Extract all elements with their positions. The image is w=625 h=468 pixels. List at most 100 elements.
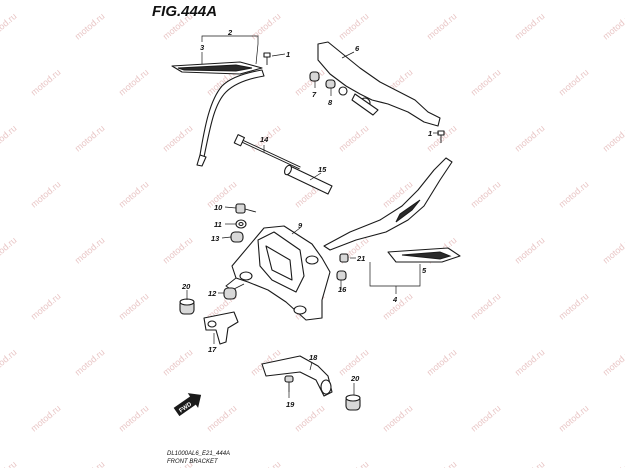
watermark-text: motod.ru xyxy=(161,347,195,377)
part-grommet-8 xyxy=(325,79,336,89)
watermark-text: motod.ru xyxy=(513,235,547,265)
figure-title: FIG.444A xyxy=(152,3,217,20)
watermark-text: motod.ru xyxy=(513,459,547,468)
part-grommet-16 xyxy=(336,270,347,281)
part-upper-left-cover xyxy=(171,61,263,75)
watermark-text: motod.ru xyxy=(249,11,283,41)
callout-9: 9 xyxy=(298,221,303,230)
callout-17: 17 xyxy=(208,345,217,354)
callout-19: 19 xyxy=(286,400,295,409)
watermark-text: motod.ru xyxy=(381,291,415,321)
leader-lines xyxy=(186,35,439,398)
callout-3: 3 xyxy=(200,43,205,52)
watermark-text: motod.ru xyxy=(0,11,19,41)
callout-18: 18 xyxy=(309,353,318,362)
watermark-text: motod.ru xyxy=(513,123,547,153)
callout-6: 6 xyxy=(355,44,360,53)
watermark-text: motod.ru xyxy=(117,179,151,209)
watermark-text: motod.ru xyxy=(557,403,591,433)
watermark-text: motod.ru xyxy=(293,403,327,433)
part-grommet-12 xyxy=(223,287,237,300)
watermark-text: motod.ru xyxy=(29,179,63,209)
watermark-text: motod.ru xyxy=(0,347,19,377)
watermark-text: motod.ru xyxy=(469,179,503,209)
callout-4: 4 xyxy=(392,295,398,304)
part-right-side-arm xyxy=(323,157,453,251)
callout-16: 16 xyxy=(338,285,347,294)
part-washer-11 xyxy=(235,219,247,229)
watermark-text: motod.ru xyxy=(0,123,19,153)
watermark-text: motod.ru xyxy=(601,11,625,41)
part-grommet-13 xyxy=(230,231,244,243)
watermark-text: motod.ru xyxy=(425,347,459,377)
callout-7: 7 xyxy=(312,90,317,99)
part-long-bolt-14 xyxy=(233,134,301,170)
callout-10: 10 xyxy=(214,203,223,212)
watermark-text: motod.ru xyxy=(117,291,151,321)
callout-1-right: 1 xyxy=(428,129,432,138)
watermark-text: motod.ru xyxy=(29,67,63,97)
callout-12: 12 xyxy=(208,289,217,298)
callout-1-top: 1 xyxy=(286,50,290,59)
watermark-text: motod.ru xyxy=(29,291,63,321)
callout-labels: 2 3 1 6 7 8 1 14 15 9 10 11 13 21 5 16 4… xyxy=(181,28,432,409)
callout-14: 14 xyxy=(260,135,269,144)
watermark-text: motod.ru xyxy=(117,403,151,433)
watermark-text: motod.ru xyxy=(73,347,107,377)
part-nut-21 xyxy=(339,253,349,263)
watermark-text: motod.ru xyxy=(73,11,107,41)
watermark-text: motod.ru xyxy=(73,123,107,153)
watermark-text: motod.ru xyxy=(601,459,625,468)
watermark-text: motod.ru xyxy=(205,403,239,433)
watermark-text: motod.ru xyxy=(469,403,503,433)
part-right-cover xyxy=(387,247,461,263)
watermark-text: motod.ru xyxy=(557,291,591,321)
watermark-text: motod.ru xyxy=(557,67,591,97)
callout-20-left: 20 xyxy=(181,282,191,291)
watermark-text: motod.ru xyxy=(557,179,591,209)
model-code: DL1000AL6_E21_444A xyxy=(167,451,230,457)
watermark-text: motod.ru xyxy=(601,235,625,265)
watermark-text: motod.ru xyxy=(601,347,625,377)
fwd-arrow-icon: FWD xyxy=(173,393,202,417)
callout-2: 2 xyxy=(227,28,233,37)
watermark-text: motod.ru xyxy=(337,123,371,153)
part-lower-bracket-18 xyxy=(261,355,333,397)
callout-11: 11 xyxy=(214,220,222,229)
watermark-text: motod.ru xyxy=(469,291,503,321)
watermark-text: motod.ru xyxy=(601,123,625,153)
callout-5: 5 xyxy=(422,266,427,275)
part-screw-1-top xyxy=(263,52,271,65)
callout-20-right: 20 xyxy=(350,374,360,383)
watermark-text: motod.ru xyxy=(249,459,283,468)
watermark-text: motod.ru xyxy=(337,347,371,377)
watermark-text: motod.ru xyxy=(337,11,371,41)
callout-21: 21 xyxy=(356,254,365,263)
watermark-text: motod.ru xyxy=(513,347,547,377)
callout-15: 15 xyxy=(318,165,327,174)
part-bolt-19 xyxy=(284,375,294,392)
watermark-text: motod.ru xyxy=(117,67,151,97)
watermark-text: motod.ru xyxy=(0,235,19,265)
watermark-text: motod.ru xyxy=(381,403,415,433)
watermark-text: motod.ru xyxy=(425,11,459,41)
watermark-text: motod.ru xyxy=(513,11,547,41)
callout-8: 8 xyxy=(328,98,333,107)
watermark-text: motod.ru xyxy=(293,67,327,97)
callout-13: 13 xyxy=(211,234,220,243)
watermark-text: motod.ru xyxy=(73,459,107,468)
part-cushion-20-left xyxy=(179,298,195,315)
watermark-text: motod.ru xyxy=(425,459,459,468)
diagram-caption: FRONT BRACKET xyxy=(167,459,219,465)
watermark-text: motod.ru xyxy=(161,235,195,265)
part-main-frame-bracket xyxy=(225,225,331,321)
part-stay-bracket-17 xyxy=(203,311,239,345)
part-top-right-bracket xyxy=(317,41,441,127)
watermark-text: motod.ru xyxy=(73,235,107,265)
watermark-text: motod.ru xyxy=(29,403,63,433)
part-spacer-tube-15 xyxy=(284,164,333,195)
part-cushion-20-right xyxy=(345,394,361,411)
part-left-side-arm xyxy=(196,69,265,167)
part-grommet-7 xyxy=(309,71,320,82)
